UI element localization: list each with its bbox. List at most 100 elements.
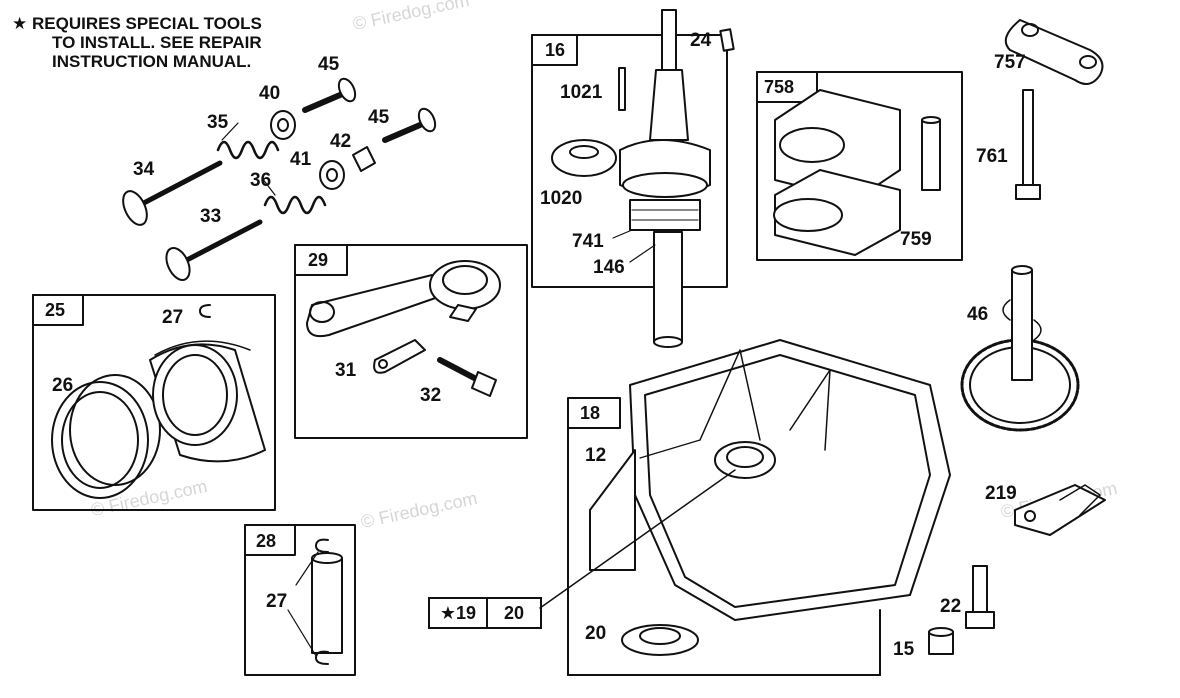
crankshaft bbox=[551, 9, 735, 348]
frame-28-tab bbox=[244, 524, 296, 556]
tag-19-20: ★19 20 bbox=[428, 597, 542, 629]
note-line-2: TO INSTALL. SEE REPAIR bbox=[52, 33, 262, 52]
callout-15: 15 bbox=[893, 639, 915, 660]
callout-31: 31 bbox=[335, 360, 357, 381]
crank-taper bbox=[661, 9, 677, 71]
bolt-761 bbox=[1022, 89, 1034, 186]
ring-26a bbox=[51, 381, 149, 499]
clip-27a bbox=[199, 304, 211, 318]
box-label-25: 25 bbox=[45, 300, 66, 320]
crank-journal bbox=[622, 172, 708, 198]
tappet-45b-head bbox=[417, 107, 437, 133]
crank-shaft bbox=[653, 231, 683, 343]
callout-22: 22 bbox=[940, 596, 962, 617]
callout-761: 761 bbox=[976, 146, 1008, 167]
box-label-16: 16 bbox=[545, 40, 566, 60]
callout-36: 36 bbox=[250, 170, 272, 191]
fasteners bbox=[928, 565, 995, 655]
tag-20: 20 bbox=[503, 602, 525, 623]
wrist-pin bbox=[311, 557, 343, 654]
callout-27: 27 bbox=[162, 307, 184, 328]
frame-18 bbox=[567, 397, 621, 676]
frame-16-tab bbox=[531, 34, 578, 66]
callout-741: 741 bbox=[572, 231, 604, 252]
balancer-758 bbox=[773, 89, 941, 256]
valve-33-head bbox=[165, 247, 191, 281]
callout-27: 27 bbox=[266, 591, 288, 612]
clip-27b bbox=[315, 538, 329, 553]
callout-26: 26 bbox=[52, 375, 74, 396]
callout-45: 45 bbox=[318, 54, 340, 75]
special-tools-note: ★ REQUIRES SPECIAL TOOLS TO INSTALL. SEE… bbox=[12, 14, 262, 71]
frame-758-tab bbox=[756, 71, 818, 103]
frame-28 bbox=[244, 524, 356, 676]
valve-33-stem bbox=[180, 219, 263, 265]
valve-34-stem bbox=[137, 160, 223, 208]
callout-757: 757 bbox=[994, 52, 1026, 73]
ring-26b bbox=[69, 374, 161, 486]
group-frames bbox=[32, 34, 963, 676]
callout-42: 42 bbox=[330, 131, 352, 152]
box-label-18: 18 bbox=[580, 403, 601, 423]
tag-19: ★19 bbox=[430, 599, 488, 627]
retainer-40-hole bbox=[277, 118, 289, 132]
sump-gasket bbox=[629, 339, 951, 621]
callout-759: 759 bbox=[900, 229, 932, 250]
key-1021 bbox=[618, 67, 626, 111]
box-label-29: 29 bbox=[308, 250, 329, 270]
callout-146: 146 bbox=[593, 257, 625, 278]
tappet-45b-stem bbox=[382, 122, 423, 143]
box-label-758: 758 bbox=[764, 77, 795, 97]
callout-32: 32 bbox=[420, 385, 442, 406]
callout-41: 41 bbox=[290, 149, 312, 170]
cam-gear-46 bbox=[960, 265, 1080, 432]
callout-20: 20 bbox=[585, 623, 607, 644]
callout-1021: 1021 bbox=[560, 82, 603, 103]
link-757 bbox=[1004, 19, 1104, 200]
frame-16 bbox=[531, 34, 728, 288]
callout-34: 34 bbox=[133, 159, 155, 180]
callout-24: 24 bbox=[690, 30, 712, 51]
retainer-40 bbox=[270, 110, 296, 140]
note-line-3: INSTRUCTION MANUAL. bbox=[52, 52, 252, 71]
frame-29-tab bbox=[294, 244, 348, 276]
tappet-45a-stem bbox=[302, 92, 343, 113]
callout-40: 40 bbox=[259, 83, 281, 104]
valve-train bbox=[122, 77, 437, 281]
retainer-41-hole bbox=[326, 168, 338, 182]
frame-29 bbox=[294, 244, 528, 439]
seal-20 bbox=[621, 624, 699, 656]
crank-upper bbox=[649, 69, 689, 141]
callout-219: 219 bbox=[985, 483, 1017, 504]
frame-758 bbox=[756, 71, 963, 261]
callout-46: 46 bbox=[967, 304, 989, 325]
callout-45: 45 bbox=[368, 107, 390, 128]
key-24 bbox=[719, 28, 735, 52]
piston-group bbox=[51, 304, 266, 499]
sump-18 bbox=[539, 339, 951, 656]
clip-27c bbox=[315, 650, 329, 665]
governor-219 bbox=[1014, 484, 1106, 536]
crank-gear-146 bbox=[629, 199, 701, 231]
frame-25 bbox=[32, 294, 276, 511]
callout-12: 12 bbox=[585, 445, 607, 466]
spring-36 bbox=[263, 195, 327, 215]
connecting-rod bbox=[306, 260, 501, 397]
note-line-1: REQUIRES SPECIAL TOOLS bbox=[31, 14, 262, 33]
callout-33: 33 bbox=[200, 206, 222, 227]
pin-759 bbox=[921, 119, 941, 191]
valve-34-head bbox=[122, 190, 148, 226]
callout-1020: 1020 bbox=[540, 188, 583, 209]
keeper-42 bbox=[352, 146, 376, 172]
tappet-45a-head bbox=[337, 77, 357, 103]
bolt-22 bbox=[972, 565, 988, 617]
spring-35 bbox=[216, 140, 280, 160]
callout-35: 35 bbox=[207, 112, 229, 133]
frame-25-tab bbox=[32, 294, 84, 326]
retainer-41 bbox=[319, 160, 345, 190]
star-icon: ★ bbox=[12, 14, 28, 33]
wrist-pin-group bbox=[287, 538, 343, 665]
box-label-28: 28 bbox=[256, 531, 277, 551]
